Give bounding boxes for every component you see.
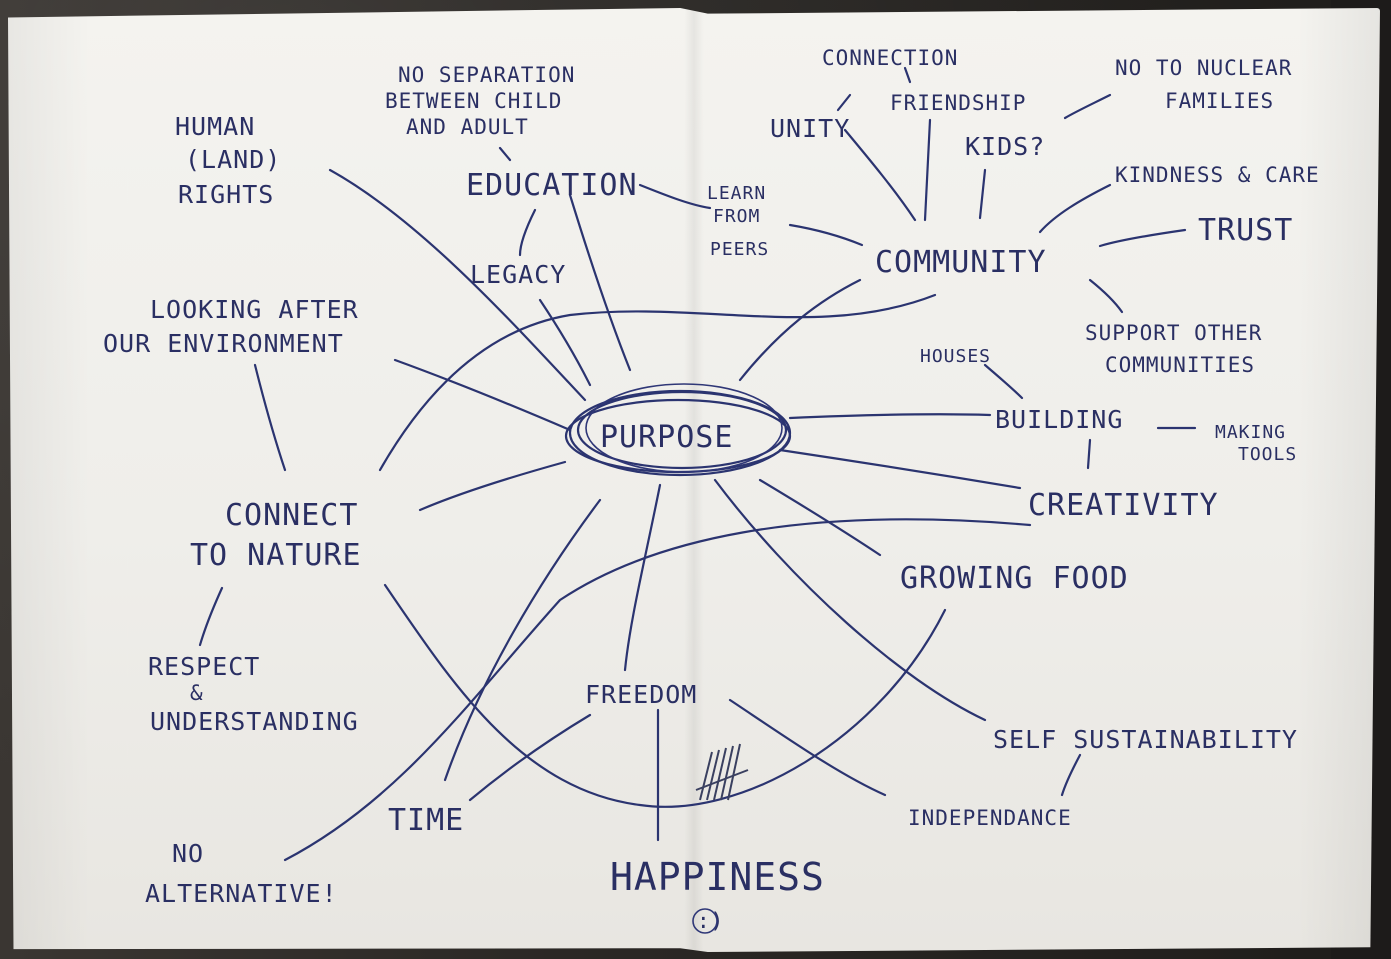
line-legacy-education xyxy=(518,208,537,257)
label-nuclear-2: FAMILIES xyxy=(1165,89,1274,113)
label-unity: UNITY xyxy=(770,114,850,143)
line-community xyxy=(738,278,862,382)
line-environment xyxy=(393,358,572,432)
label-trust: TRUST xyxy=(1198,213,1293,248)
line-trust xyxy=(1098,228,1187,248)
smiley-circle xyxy=(692,908,718,934)
label-support-2: COMMUNITIES xyxy=(1105,353,1255,377)
line-respect xyxy=(198,586,224,647)
line-independance xyxy=(728,698,887,797)
label-community: COMMUNITY xyxy=(875,245,1047,280)
line-freedom-time xyxy=(468,713,592,802)
label-connect-2: TO NATURE xyxy=(190,538,362,573)
curve-upper xyxy=(378,293,937,472)
label-connection: CONNECTION xyxy=(822,46,958,70)
line-growing xyxy=(758,478,882,557)
line-kids xyxy=(978,168,987,220)
label-looking-2: OUR ENVIRONMENT xyxy=(103,329,344,358)
label-friendship: FRIENDSHIP xyxy=(890,91,1026,115)
connector-lines xyxy=(198,66,1197,862)
label-freedom: FREEDOM xyxy=(585,680,697,709)
label-building: BUILDING xyxy=(995,405,1123,434)
line-support xyxy=(1088,278,1124,314)
label-independance: INDEPENDANCE xyxy=(908,806,1072,830)
label-creativity: CREATIVITY xyxy=(1028,488,1219,523)
label-no-alt-1: NO xyxy=(172,839,204,868)
tally-marks xyxy=(695,743,749,801)
curve-alternative xyxy=(283,518,1032,862)
label-self-sustainability: SELF SUSTAINABILITY xyxy=(993,725,1298,754)
label-connect-1: CONNECT xyxy=(225,498,358,533)
line-creativity xyxy=(778,448,1022,490)
line-building xyxy=(788,413,992,420)
line-self-indep xyxy=(1060,753,1082,797)
label-learn-3: PEERS xyxy=(710,239,769,260)
label-respect-3: UNDERSTANDING xyxy=(150,707,359,736)
label-no-separation-1: NO SEPARATION xyxy=(398,63,575,87)
line-nuclear xyxy=(1063,93,1112,120)
label-learn-1: LEARN xyxy=(707,183,766,204)
line-legacy xyxy=(538,298,592,387)
label-looking-1: LOOKING AFTER xyxy=(150,295,359,324)
label-purpose: PURPOSE xyxy=(600,420,733,455)
label-houses: HOUSES xyxy=(920,346,991,367)
line-env-nature xyxy=(253,363,287,472)
label-learn-2: FROM xyxy=(713,206,760,227)
line-kindness xyxy=(1038,183,1112,234)
line-building-creativity xyxy=(1086,438,1092,470)
label-legacy: LEGACY xyxy=(470,260,566,289)
line-connection-friendship xyxy=(903,66,912,84)
curve-lower xyxy=(383,583,947,808)
label-happiness: HAPPINESS xyxy=(610,855,825,899)
line-education xyxy=(568,193,632,372)
label-kids: KIDS? xyxy=(965,132,1045,161)
paper-sheet xyxy=(8,8,1380,952)
label-rights-1: HUMAN xyxy=(175,112,255,141)
label-tools-2: TOOLS xyxy=(1238,444,1297,465)
label-respect-2: & xyxy=(190,681,204,705)
line-houses xyxy=(983,363,1024,400)
line-connection xyxy=(836,93,852,112)
label-no-alt-2: ALTERNATIVE! xyxy=(145,879,338,908)
label-time: TIME xyxy=(388,803,464,838)
label-smiley: :) xyxy=(697,909,724,933)
label-rights-3: RIGHTS xyxy=(178,180,274,209)
line-friendship xyxy=(923,118,932,222)
label-no-separation-3: AND ADULT xyxy=(406,115,529,139)
line-rights xyxy=(328,168,587,402)
purpose-circle xyxy=(564,383,792,477)
line-unity xyxy=(843,128,917,222)
line-nature xyxy=(418,460,567,512)
line-freedom xyxy=(623,483,662,672)
label-no-separation-2: BETWEEN CHILD xyxy=(385,89,562,113)
label-nuclear-1: NO TO NUCLEAR xyxy=(1115,56,1292,80)
line-learn xyxy=(638,183,712,210)
label-respect-1: RESPECT xyxy=(148,652,260,681)
label-kindness: KINDNESS & CARE xyxy=(1115,163,1320,187)
label-tools-1: MAKING xyxy=(1215,422,1286,443)
line-time xyxy=(443,498,602,782)
line-learn-community xyxy=(788,223,864,247)
label-growing-food: GROWING FOOD xyxy=(900,561,1129,596)
line-self xyxy=(713,478,987,722)
line-noseparation xyxy=(498,146,512,162)
label-support-1: SUPPORT OTHER xyxy=(1085,321,1262,345)
label-education: EDUCATION xyxy=(466,168,638,203)
label-rights-2: (LAND) xyxy=(185,145,281,174)
